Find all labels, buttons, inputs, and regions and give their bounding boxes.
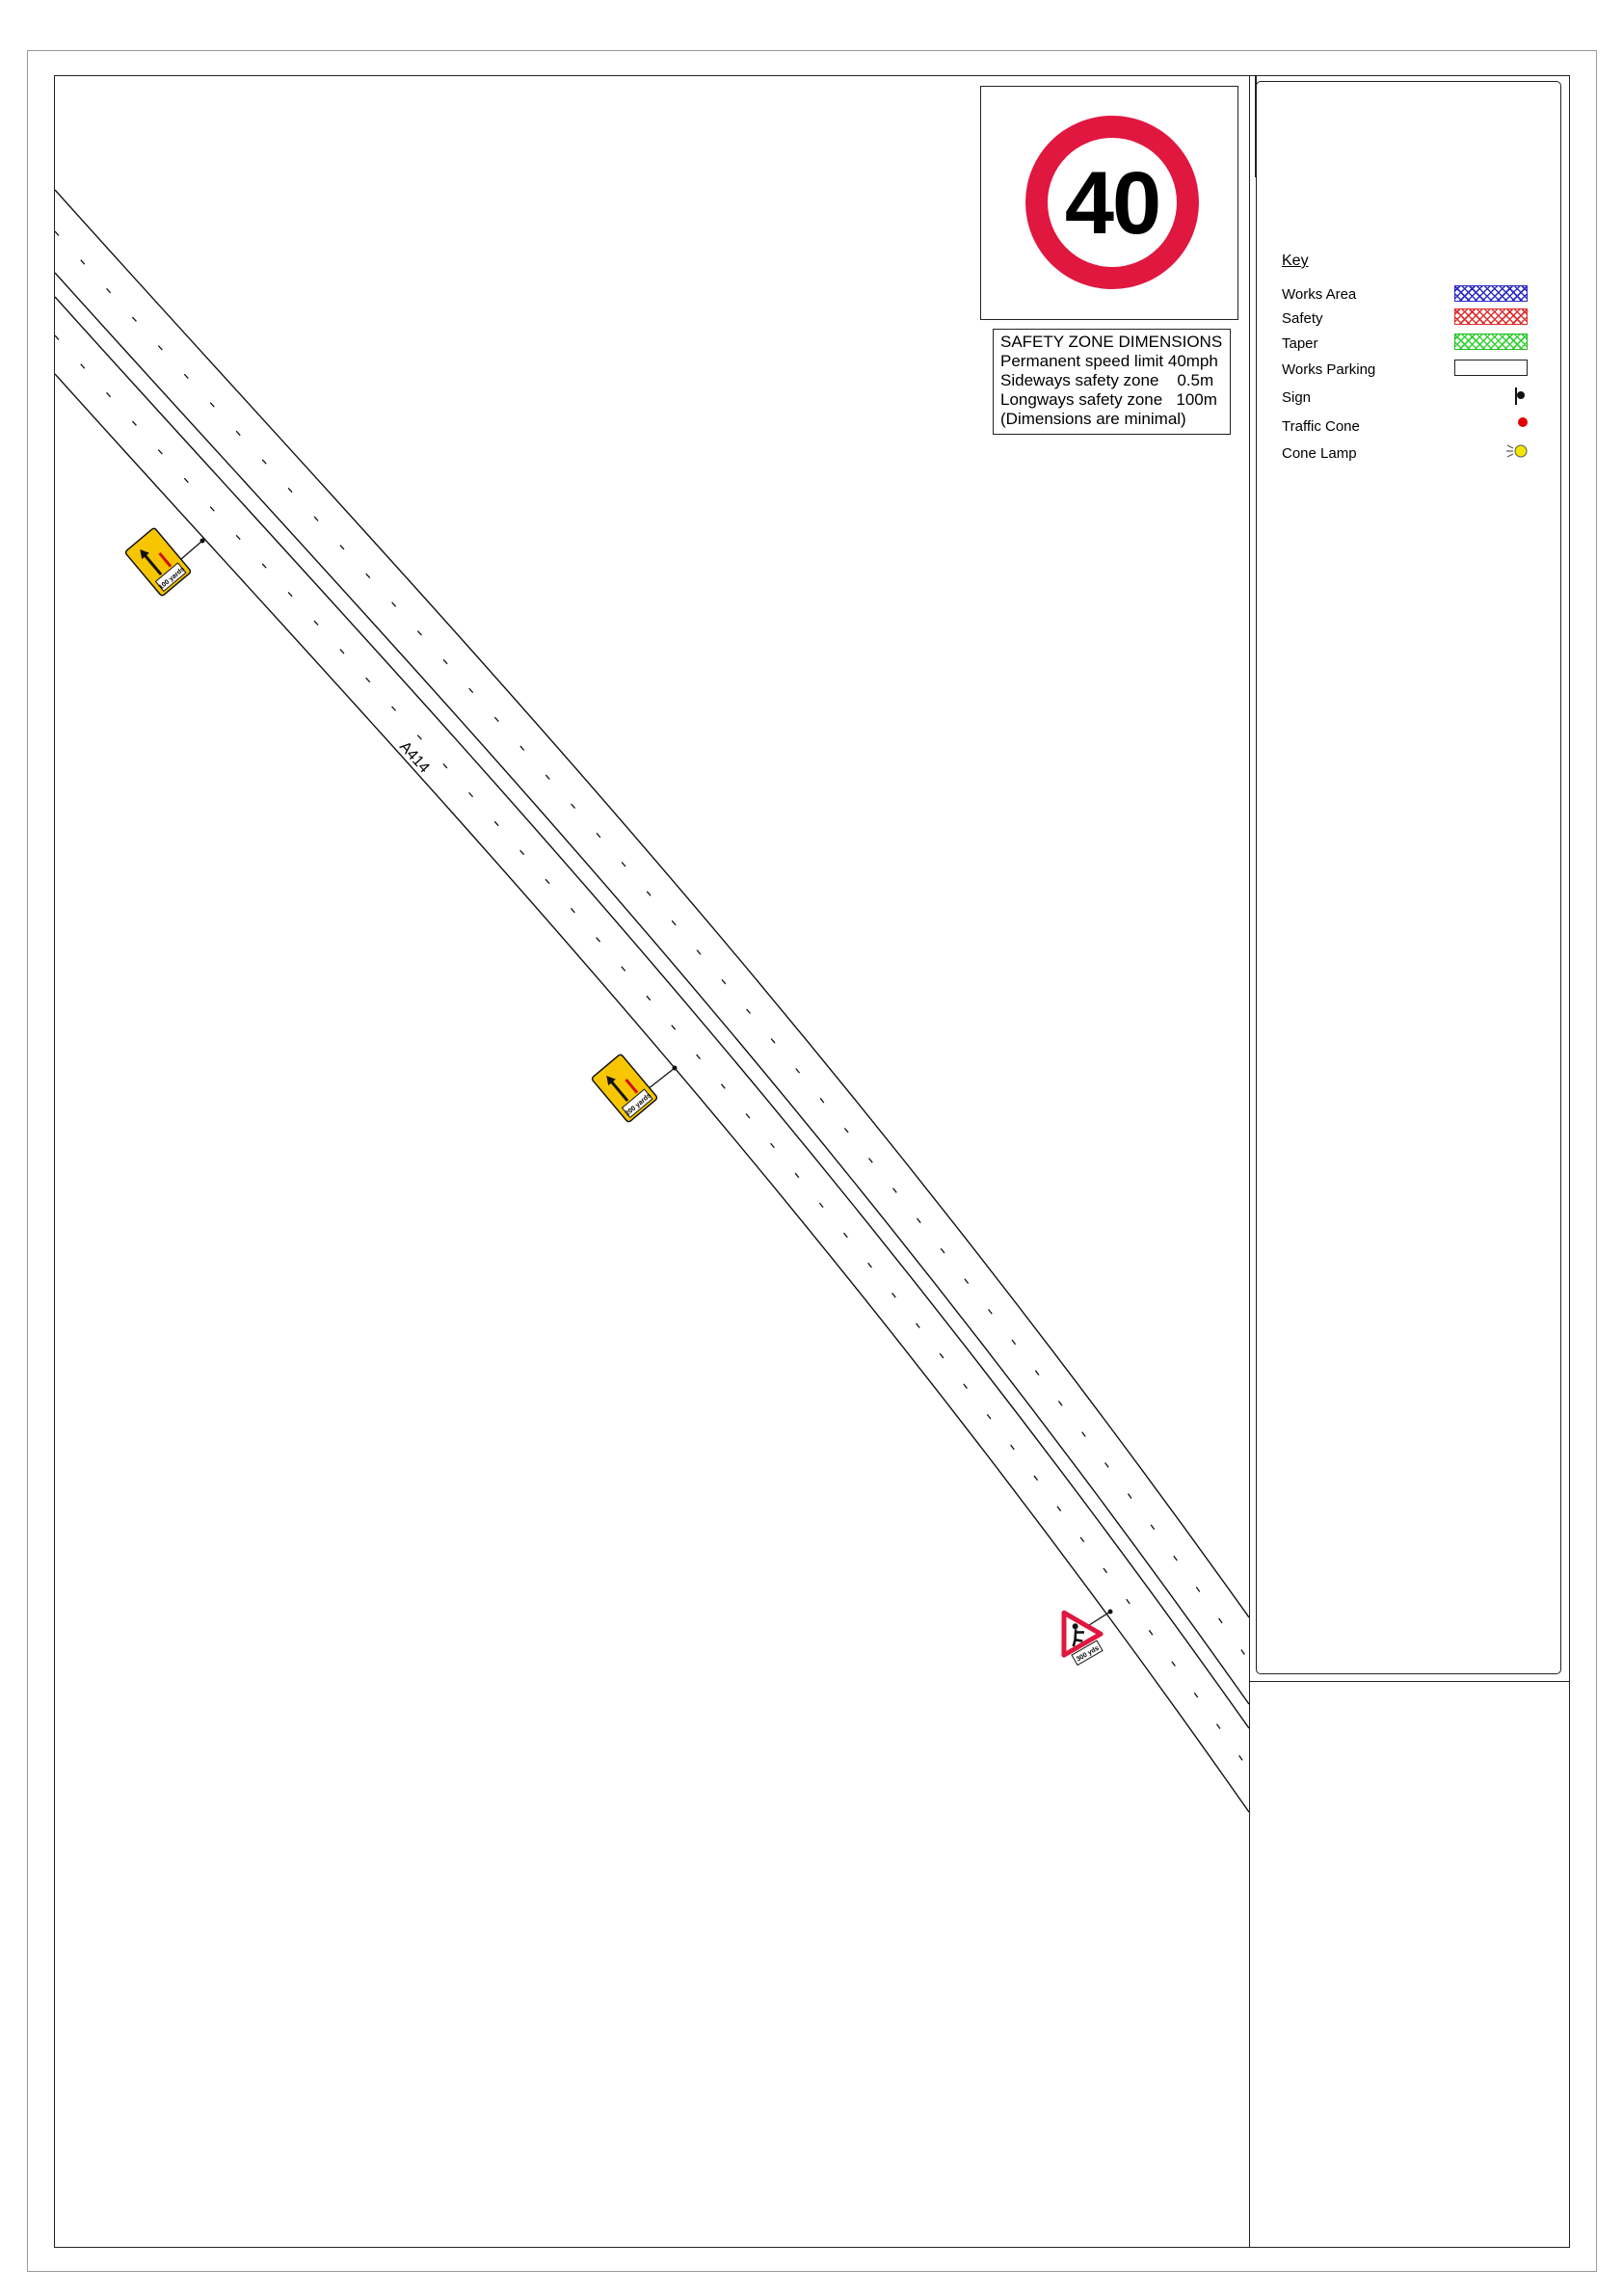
outer-border xyxy=(27,50,1597,2272)
works-area-swatch xyxy=(1454,285,1528,302)
key-label-traffic-cone: Traffic Cone xyxy=(1282,418,1360,435)
safety-zone-title: SAFETY ZONE DIMENSIONS xyxy=(1000,333,1223,351)
central-reserve-south xyxy=(55,296,1249,1729)
key-panel-bottom-divider xyxy=(1249,1681,1570,1682)
road-edge-south xyxy=(55,373,1249,1813)
lane-closure-sign-200-yards: 200 yards xyxy=(591,1054,678,1123)
workman-head-icon xyxy=(1072,1623,1078,1630)
sign-post-dot xyxy=(1107,1609,1113,1615)
plate-label-box xyxy=(621,1088,653,1119)
sign-post-line xyxy=(647,1067,676,1090)
plate-label-box xyxy=(154,562,187,593)
safety-zone-line: Permanent speed limit 40mph xyxy=(1000,352,1218,370)
arrow-closed-icon xyxy=(158,551,173,568)
arrow-icon xyxy=(608,1079,629,1103)
sign-post-dot xyxy=(672,1065,678,1071)
sign-post-line xyxy=(180,540,203,560)
road-edge-north xyxy=(55,189,1249,1618)
speed-limit-roundel-inner: 40 xyxy=(1048,138,1177,267)
works-parking-swatch xyxy=(1454,360,1528,376)
key-label-works-area: Works Area xyxy=(1282,286,1357,303)
key-label-works-parking: Works Parking xyxy=(1282,361,1376,378)
safety-zone-dimensions: SAFETY ZONE DIMENSIONS Permanent speed l… xyxy=(993,329,1231,435)
safety-swatch xyxy=(1454,308,1528,325)
sign-post-dot xyxy=(200,538,205,544)
workman-body-icon xyxy=(1072,1629,1084,1647)
lane-line-north xyxy=(55,230,1249,1662)
lane-closure-sign-100-yards: 100 yards xyxy=(124,527,205,597)
key-label-safety: Safety xyxy=(1282,310,1323,327)
central-reserve-north xyxy=(55,272,1249,1705)
key-title: Key xyxy=(1282,253,1309,269)
key-panel xyxy=(1256,81,1561,1674)
taper-swatch xyxy=(1454,334,1528,350)
key-label-cone-lamp: Cone Lamp xyxy=(1282,445,1357,462)
speed-limit-box: 40 xyxy=(980,86,1238,320)
arrow-icon xyxy=(142,552,163,576)
lane-line-south xyxy=(55,334,1249,1771)
safety-zone-line: Sideways safety zone 0.5m xyxy=(1000,371,1214,389)
traffic-cone-icon xyxy=(1518,417,1528,427)
cone-lamp-icon xyxy=(1506,444,1528,458)
speed-limit-value: 40 xyxy=(1064,154,1161,253)
inner-border xyxy=(54,75,1570,2248)
key-label-sign: Sign xyxy=(1282,389,1312,406)
arrowhead-icon xyxy=(606,1076,616,1086)
sign-post-line xyxy=(1088,1611,1111,1626)
plate-label-box xyxy=(1071,1640,1104,1667)
sign-post-icon xyxy=(1515,387,1525,405)
road-works-ahead-sign: 300 yds xyxy=(1061,1609,1113,1667)
speed-limit-roundel-icon: 40 xyxy=(1025,116,1199,289)
safety-zone-line: (Dimensions are minimal) xyxy=(1000,410,1186,428)
key-label-taper: Taper xyxy=(1282,335,1318,352)
arrowhead-icon xyxy=(140,549,149,560)
title-block-divider xyxy=(1249,75,1250,2248)
arrow-closed-icon xyxy=(625,1078,639,1094)
safety-zone-line: Longways safety zone 100m xyxy=(1000,390,1217,409)
